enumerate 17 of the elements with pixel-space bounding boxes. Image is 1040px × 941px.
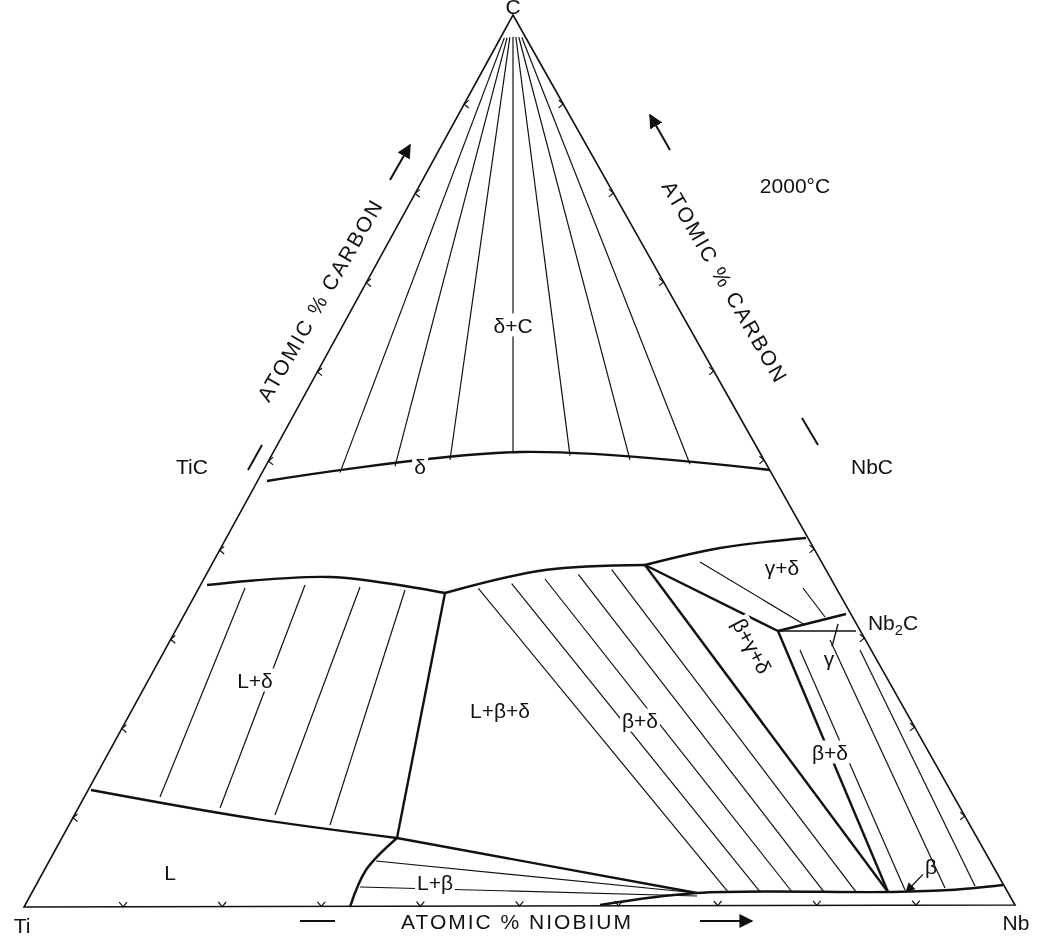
phase-label: β+δ (620, 708, 660, 732)
leader-line (905, 873, 924, 893)
axis-label: ATOMIC % NIOBIUM (400, 909, 634, 933)
phase-label: L+β+δ (469, 698, 531, 722)
leader-line (831, 623, 839, 648)
temperature-label: 2000°C (758, 173, 832, 197)
compound-label: Nb$_{2}$C (866, 611, 920, 639)
phase-label: γ (821, 646, 837, 670)
vertex-label: Ti (12, 913, 32, 937)
vertex-label: Nb (1001, 910, 1031, 934)
phase-label: β+δ (810, 740, 850, 764)
phase-label: L+δ (235, 668, 275, 692)
compound-label: TiC (175, 454, 209, 478)
phase-label: δ+C (491, 313, 535, 337)
phase-label: L (163, 860, 177, 884)
phase-label: β (922, 854, 940, 878)
compound-label: NbC (850, 454, 894, 478)
